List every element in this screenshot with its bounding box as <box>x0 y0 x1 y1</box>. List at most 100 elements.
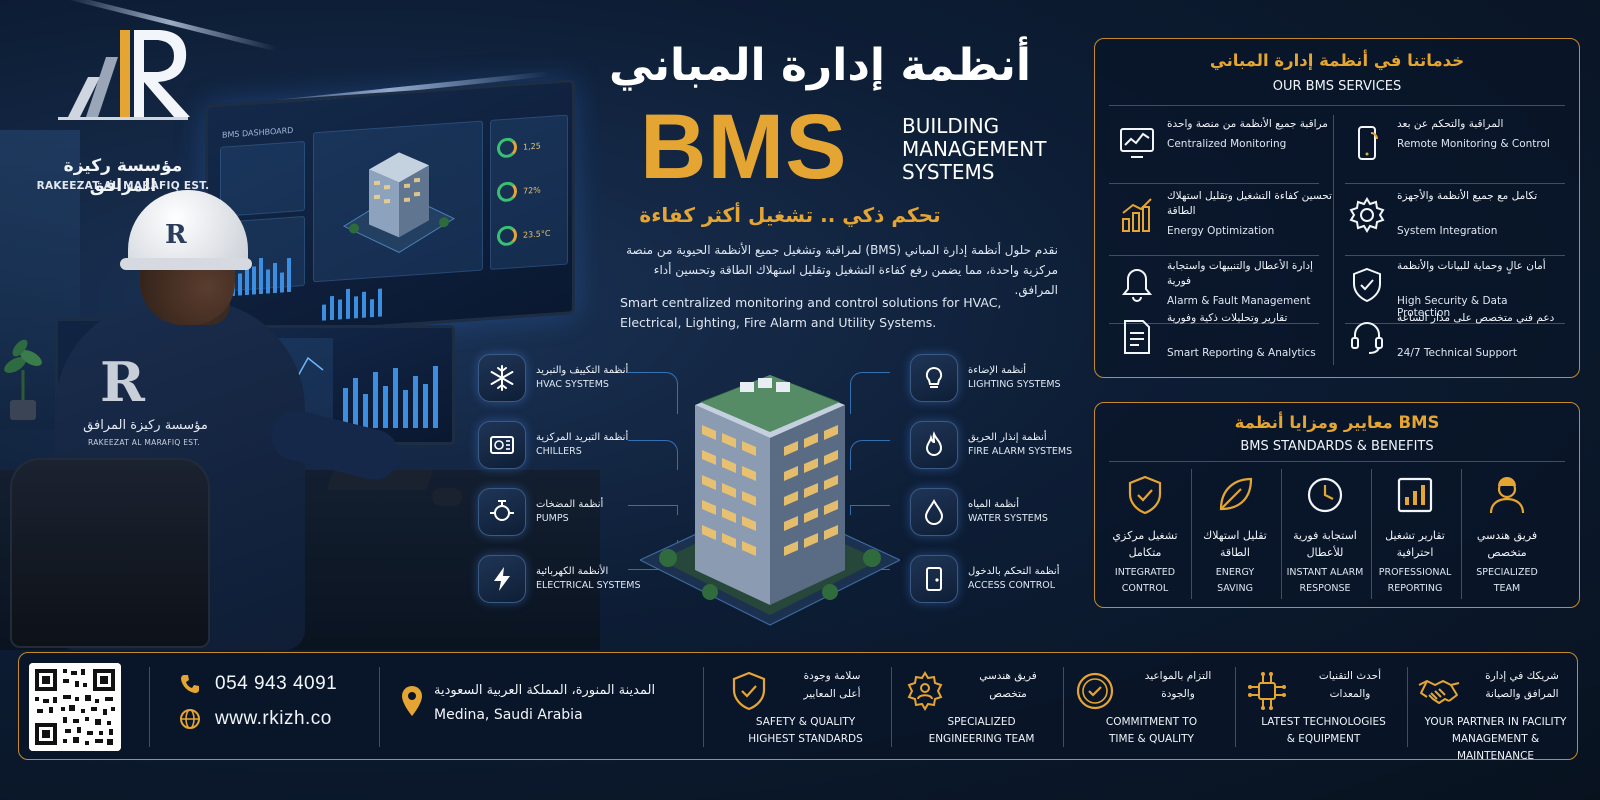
standard-label-ar: متكامل <box>1128 546 1162 559</box>
standard-label-ar: استجابة فورية <box>1293 529 1357 542</box>
services-title-en: OUR BMS SERVICES <box>1272 79 1402 94</box>
brand-name-en: RAKEEZAT AL MARAFIQ EST. <box>36 180 210 192</box>
connector-line <box>628 440 678 470</box>
service-label-ar: تحسين كفاءة التشغيل وتقليل استهلاك الطاق… <box>1167 190 1332 217</box>
divider <box>149 667 150 747</box>
divider <box>1345 255 1565 256</box>
system-chillers: أنظمة التبريد المركزية CHILLERS <box>478 421 628 469</box>
standard-label-en: REPORTING <box>1387 583 1443 594</box>
system-label-ar: أنظمة المضخات <box>536 499 604 510</box>
pump-icon <box>478 488 526 536</box>
operator-scene: BMS DASHBOARD <box>0 0 600 650</box>
headline-ar: أنظمة إدارة المباني <box>609 40 1031 91</box>
service-label-ar: المراقبة والتحكم عن بعد <box>1397 118 1504 130</box>
standard-label-en: SPECIALIZED <box>1476 567 1538 578</box>
service-centralized-monitoring: مراقبة جميع الأنظمة من منصة واحدة Centra… <box>1117 115 1332 181</box>
system-label-ar: الأنظمة الكهربائية <box>536 566 609 577</box>
divider <box>1407 667 1408 747</box>
system-lighting: أنظمة الإضاءة LIGHTING SYSTEMS <box>910 354 1061 402</box>
location-en: Medina, Saudi Arabia <box>434 707 583 723</box>
standard-label-en: TEAM <box>1493 583 1521 594</box>
system-electrical: الأنظمة الكهربائية ELECTRICAL SYSTEMS <box>478 555 640 603</box>
system-access-control: أنظمة التحكم بالدخول ACCESS CONTROL <box>910 555 1059 603</box>
feature-label-en: ENGINEERING TEAM <box>928 733 1035 745</box>
feature-label-ar: متخصص <box>989 688 1027 700</box>
kpi-value: 23.5°C <box>523 228 551 240</box>
location-ar: المدينة المنورة، المملكة العربية السعودي… <box>434 683 656 698</box>
service-label-en: Energy Optimization <box>1167 225 1275 237</box>
dashboard-panel <box>220 140 305 217</box>
system-label-ar: أنظمة المياه <box>968 499 1019 510</box>
badge-check-icon <box>1076 672 1114 710</box>
service-remote-monitoring: المراقبة والتحكم عن بعد Remote Monitorin… <box>1347 115 1562 181</box>
jacket-brand-ar: مؤسسة ركيزة المرافق <box>83 418 208 433</box>
brand-mark-icon <box>58 30 190 120</box>
shield-icon <box>1353 267 1381 303</box>
lightning-icon <box>478 555 526 603</box>
feature-label-en: MANAGEMENT & MAINTENANCE <box>1451 733 1540 762</box>
system-label-en: HVAC SYSTEMS <box>536 379 609 390</box>
feature-label-en: & EQUIPMENT <box>1286 733 1361 745</box>
contact-website[interactable]: www.rkizh.co <box>179 708 332 730</box>
system-water: أنظمة المياه WATER SYSTEMS <box>910 488 1048 536</box>
feature-label-en: YOUR PARTNER IN FACILITY <box>1424 716 1567 728</box>
services-title-ar: خدماتنا في أنظمة إدارة المباني <box>1209 51 1465 70</box>
feature-label-ar: سلامة وجودة <box>803 670 861 682</box>
service-technical-support: دعم فني متخصص على مدار الساعة 24/7 Techn… <box>1347 309 1562 375</box>
smart-building-illustration <box>640 375 900 626</box>
footer-bar: 054 943 4091 www.rkizh.co المدينة المنور… <box>18 652 1578 762</box>
jacket-logo: R <box>100 350 145 414</box>
service-label-en: High Security & Data Protection <box>1397 295 1508 319</box>
divider <box>1345 183 1565 184</box>
system-label-en: CHILLERS <box>536 446 582 457</box>
standard-label-ar: الطاقة <box>1220 546 1250 559</box>
contact-phone[interactable]: 054 943 4091 <box>179 673 337 695</box>
dashboard-bar-chart <box>322 288 382 321</box>
standards-title-en: BMS STANDARDS & BENEFITS <box>1240 439 1434 454</box>
bms-dashboard-monitor: BMS DASHBOARD <box>205 79 575 340</box>
mobile-icon <box>1358 126 1378 160</box>
standards-panel: معايير ومزايا أنظمة BMS BMS STANDARDS & … <box>1094 402 1580 608</box>
kpi-ring <box>497 225 517 247</box>
engineer-icon <box>1489 477 1525 514</box>
gear-icon <box>1349 197 1385 233</box>
system-label-ar: أنظمة الإضاءة <box>968 365 1027 376</box>
divider <box>1345 323 1565 324</box>
feature-label-ar: والمعدات <box>1329 688 1371 700</box>
divider <box>1235 667 1236 747</box>
standard-label-en: INTEGRATED <box>1114 567 1176 578</box>
divider <box>379 667 380 747</box>
connector-line <box>850 372 890 414</box>
circuit-icon <box>1248 672 1286 710</box>
connector-line <box>628 505 678 515</box>
kpi-ring <box>497 181 517 203</box>
system-label-ar: أنظمة إنذار الحريق <box>968 432 1047 443</box>
divider <box>1461 469 1462 599</box>
kpi-value: 1,25 <box>523 141 541 152</box>
phone-icon <box>181 675 199 693</box>
standard-label-ar: احترافية <box>1396 546 1434 559</box>
jacket-brand-en: RAKEEZAT AL MARAFIQ EST. <box>87 438 200 447</box>
divider <box>1109 255 1319 256</box>
service-label-ar: إدارة الأعطال والتنبيهات واستجابة فورية <box>1167 260 1313 287</box>
qr-code[interactable] <box>29 663 121 751</box>
plant-icon <box>4 339 42 420</box>
service-label-en: Smart Reporting & Analytics <box>1167 347 1316 359</box>
feature-label-en: TIME & QUALITY <box>1109 733 1194 745</box>
kpi-value: 72% <box>523 185 541 196</box>
location-pin-icon <box>402 686 422 716</box>
connector-line <box>850 440 890 470</box>
service-system-integration: تكامل مع جميع الأنظمة والأجهزة System In… <box>1347 187 1562 253</box>
divider <box>1109 461 1565 462</box>
system-label-ar: أنظمة التبريد المركزية <box>536 432 629 443</box>
system-hvac: أنظمة التكييف والتبريد HVAC SYSTEMS <box>478 354 628 402</box>
service-label-ar: دعم فني متخصص على مدار الساعة <box>1397 312 1555 324</box>
system-label-en: LIGHTING SYSTEMS <box>968 379 1061 390</box>
system-label-ar: أنظمة التحكم بالدخول <box>968 566 1060 577</box>
